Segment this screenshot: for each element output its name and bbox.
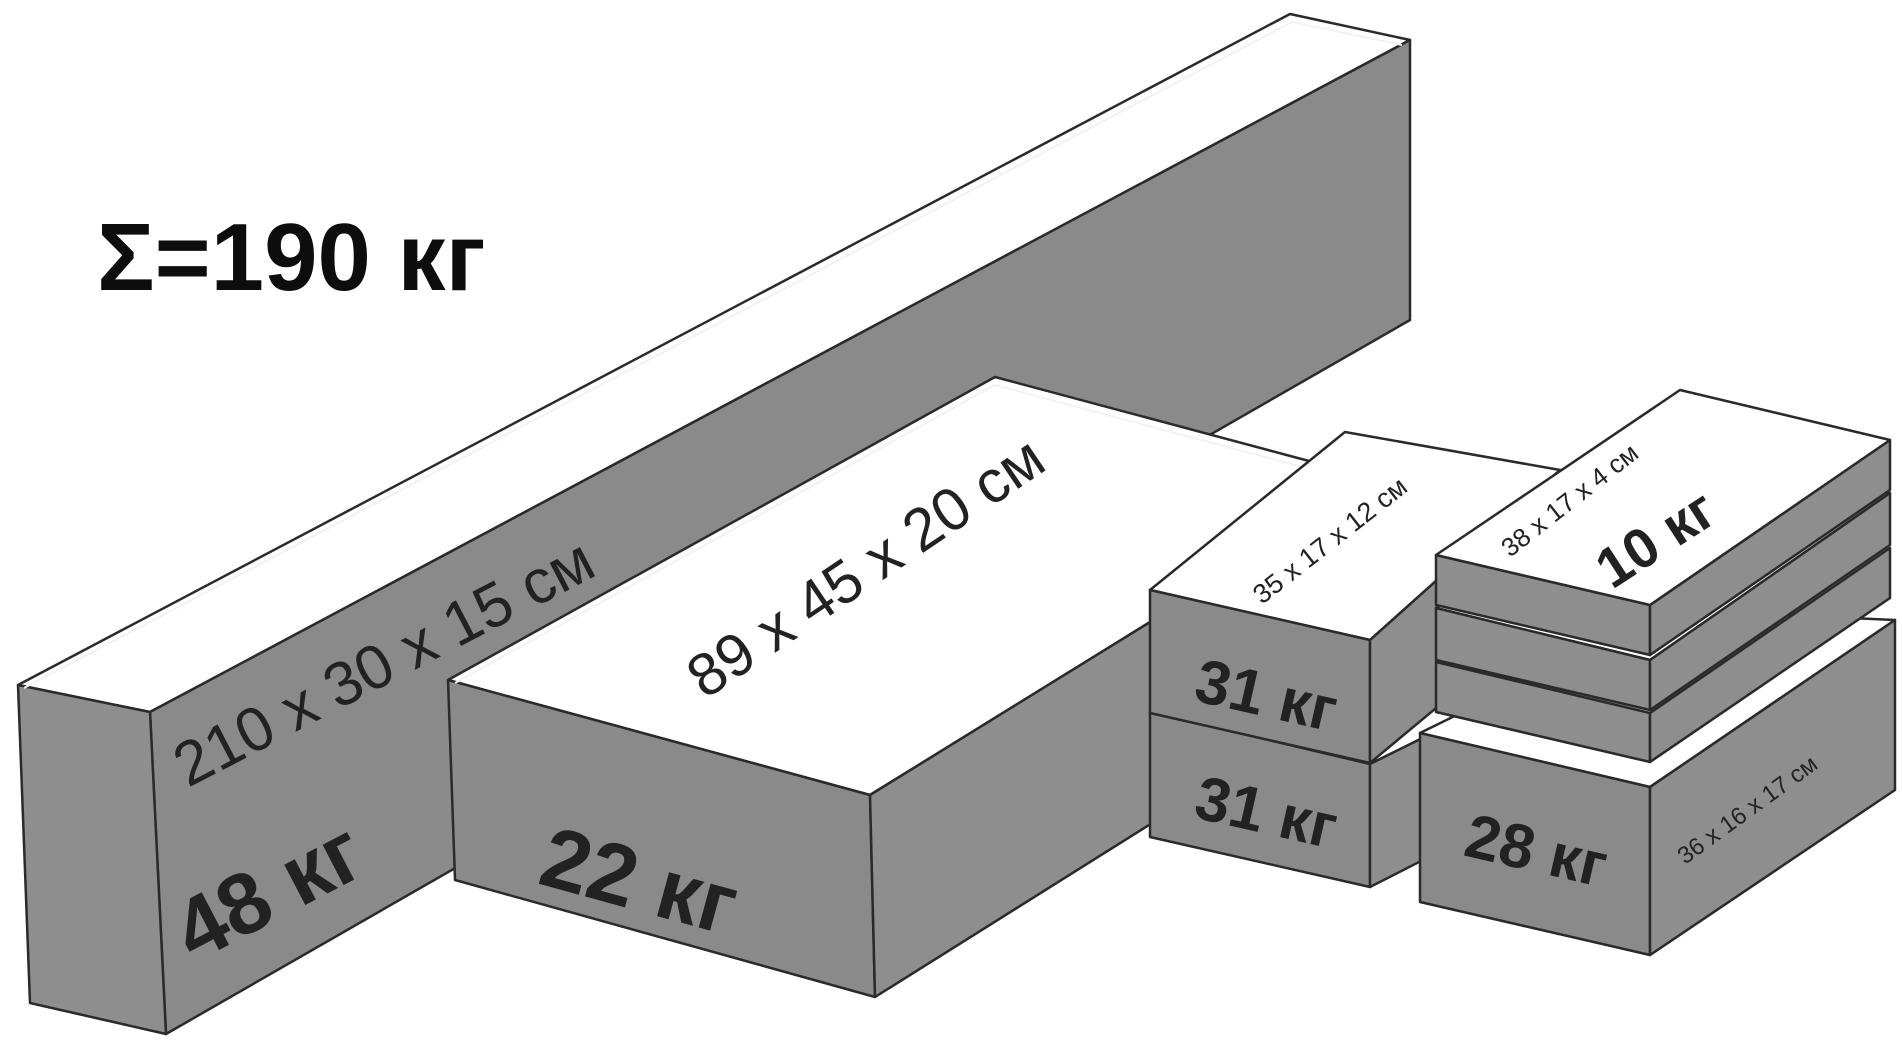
package-stack <box>1434 388 1892 764</box>
stack-top-face <box>1434 388 1892 607</box>
bottom-side-face <box>1648 618 1897 957</box>
total-weight-label: Σ=190 кг <box>97 204 486 311</box>
stack-slab-2-side <box>1648 491 1892 712</box>
beam-end-face <box>16 683 168 1036</box>
stack-slab-3-side <box>1648 546 1892 764</box>
